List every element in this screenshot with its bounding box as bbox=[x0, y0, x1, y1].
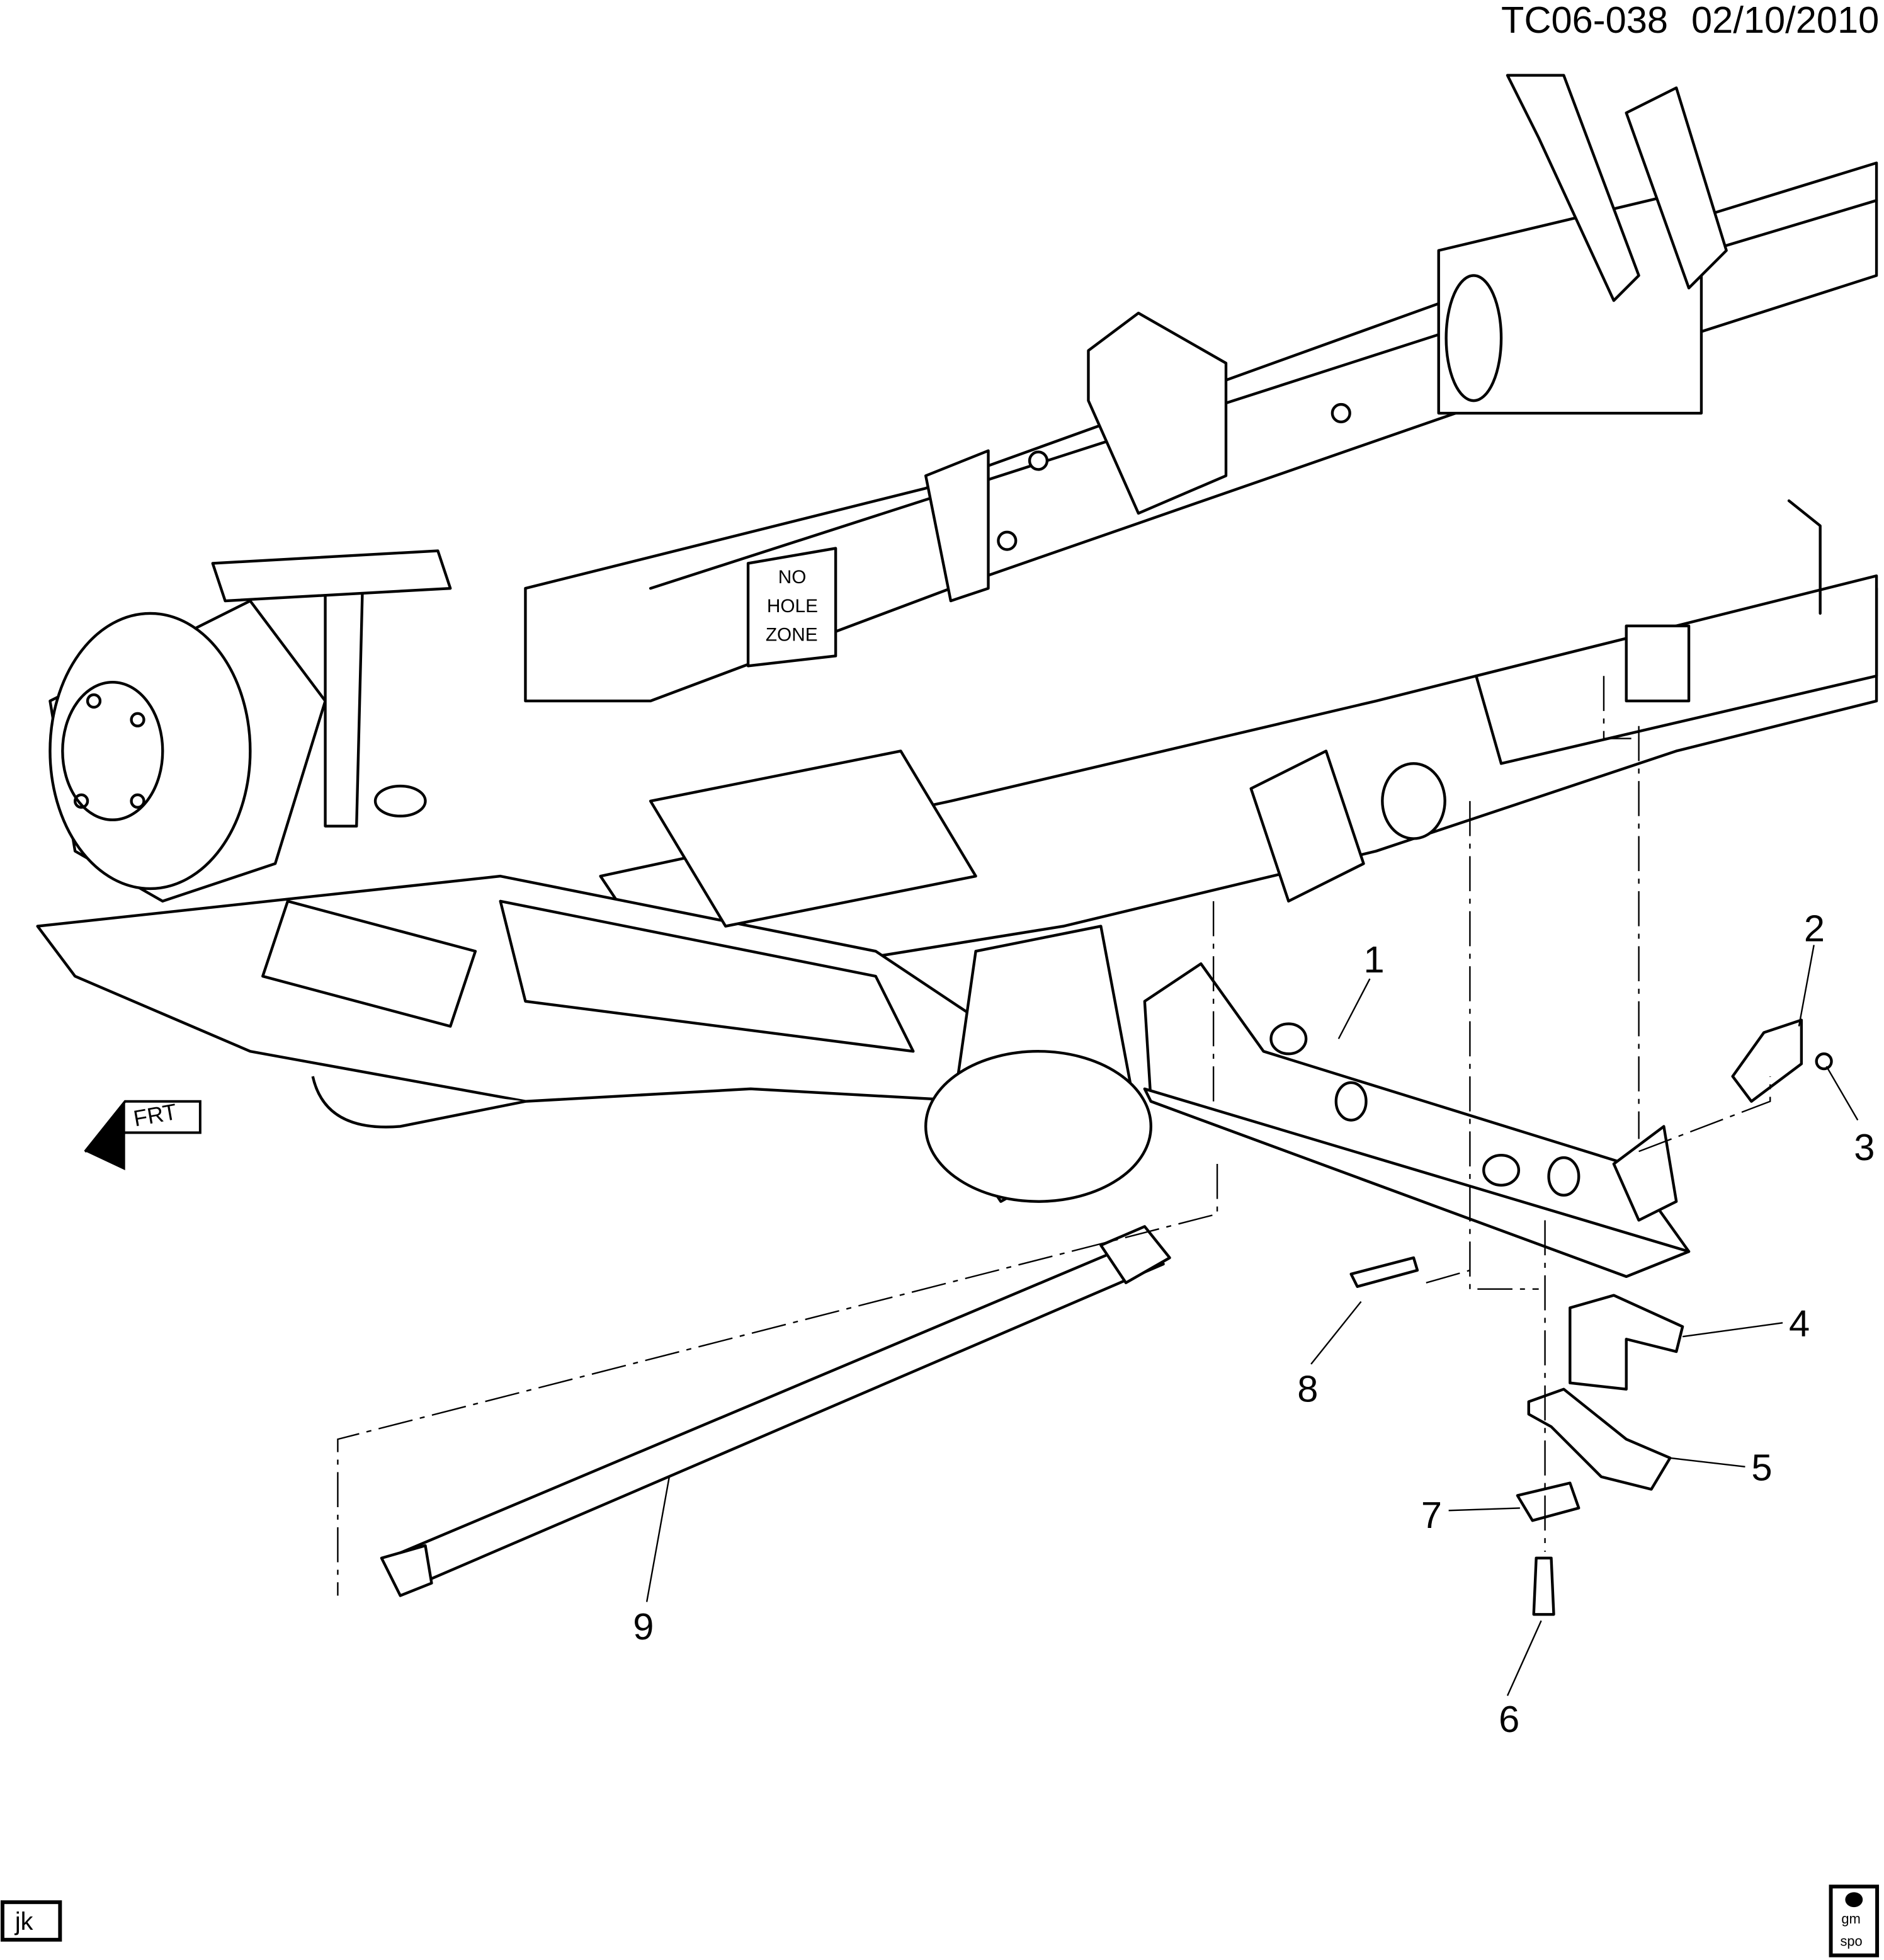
callout-1: 1 bbox=[1364, 938, 1385, 981]
svg-text:gm: gm bbox=[1841, 1911, 1860, 1927]
diagram-date: 02/10/2010 bbox=[1691, 0, 1879, 41]
part-5-adjuster-arm bbox=[1527, 1387, 1672, 1491]
part-9-torsion-bar bbox=[380, 1225, 1171, 1597]
front-suspension bbox=[36, 549, 1152, 1203]
part-8-bolt bbox=[1349, 1256, 1419, 1288]
frame-rail-upper bbox=[524, 74, 1878, 703]
no-hole-zone-label: NO HOLE ZONE bbox=[746, 547, 837, 668]
part-7-nut bbox=[1516, 1481, 1580, 1522]
callout-3: 3 bbox=[1854, 1126, 1875, 1168]
part-6-bolt bbox=[1532, 1556, 1555, 1616]
callout-9: 9 bbox=[633, 1605, 654, 1648]
svg-text:spo: spo bbox=[1840, 1934, 1862, 1949]
diagram-id: TC06-038 bbox=[1501, 0, 1668, 41]
callout-4: 4 bbox=[1789, 1302, 1810, 1345]
svg-text:HOLE: HOLE bbox=[767, 596, 818, 617]
svg-text:ZONE: ZONE bbox=[766, 625, 818, 646]
callout-6: 6 bbox=[1499, 1698, 1519, 1740]
callout-8: 8 bbox=[1297, 1368, 1318, 1410]
gm-spo-logo: gm spo bbox=[1829, 1884, 1880, 1957]
part-4-adjuster-bracket bbox=[1569, 1294, 1684, 1391]
assembly-lines bbox=[337, 676, 1771, 1596]
svg-text:jk: jk bbox=[14, 1908, 33, 1935]
callout-2: 2 bbox=[1804, 907, 1825, 949]
svg-text:NO: NO bbox=[778, 567, 807, 588]
callout-7: 7 bbox=[1421, 1494, 1442, 1536]
callout-5: 5 bbox=[1751, 1447, 1772, 1489]
part-3-nut bbox=[1815, 1052, 1833, 1071]
illustrator-initials-box: jk bbox=[0, 1900, 62, 1942]
callouts: 1 2 3 4 5 6 7 8 9 bbox=[633, 907, 1875, 1740]
front-direction-arrow: FRT bbox=[84, 1099, 201, 1170]
part-2-bracket bbox=[1731, 1018, 1803, 1103]
part-1-crossmember bbox=[1143, 962, 1691, 1279]
